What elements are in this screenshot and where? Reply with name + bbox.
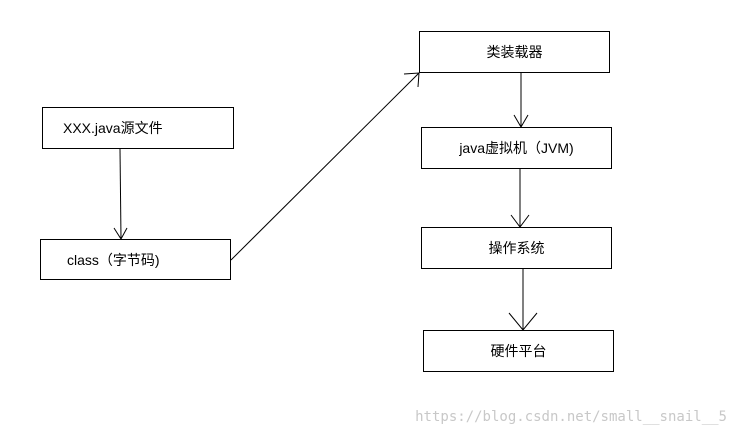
node-hardware-platform: 硬件平台	[423, 330, 614, 372]
node-class-loader-label: 类装载器	[486, 44, 543, 60]
watermark-url: https://blog.csdn.net/small__snail__5	[415, 409, 727, 425]
node-class-bytecode: class（字节码)	[40, 239, 231, 280]
arrow-loader-to-jvm	[513, 73, 529, 128]
arrow-class-to-loader	[230, 72, 420, 261]
node-operating-system: 操作系统	[421, 227, 612, 269]
node-hardware-platform-label: 硬件平台	[490, 343, 547, 359]
node-class-bytecode-label: class（字节码)	[67, 251, 160, 268]
node-source-file: XXX.java源文件	[42, 107, 234, 149]
node-jvm: java虚拟机（JVM)	[421, 127, 612, 169]
arrow-source-to-class	[113, 148, 128, 240]
arrow-os-to-hardware	[508, 269, 538, 331]
node-operating-system-label: 操作系统	[488, 240, 545, 256]
arrow-jvm-to-os	[510, 169, 530, 228]
node-class-loader: 类装载器	[419, 31, 610, 73]
node-source-file-label: XXX.java源文件	[63, 120, 163, 136]
node-jvm-label: java虚拟机（JVM)	[459, 140, 574, 156]
